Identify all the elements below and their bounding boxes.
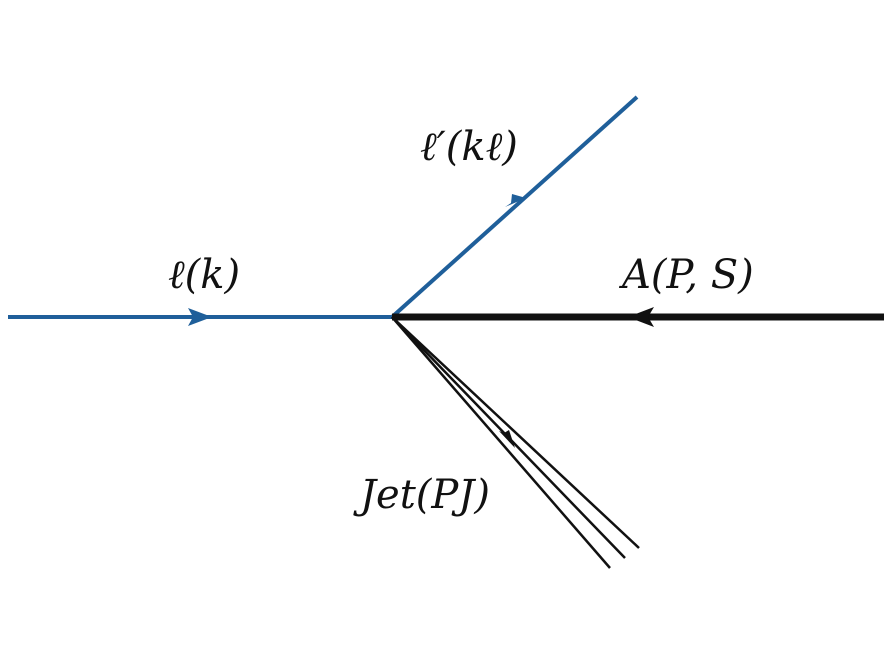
outgoing-lepton-line	[390, 95, 639, 319]
jet-lines	[391, 316, 640, 569]
jet-label: Jet(PJ)	[353, 472, 490, 518]
incoming-lepton-arrow	[188, 308, 212, 326]
outgoing-lepton-label: ℓ′(kℓ)	[420, 124, 518, 170]
incoming-lepton-label: ℓ(k)	[168, 252, 240, 298]
target-arrow	[628, 307, 654, 327]
target-label: A(P, S)	[618, 252, 754, 298]
outgoing-lepton-arrow	[505, 194, 526, 207]
jet-arrow	[499, 430, 515, 448]
